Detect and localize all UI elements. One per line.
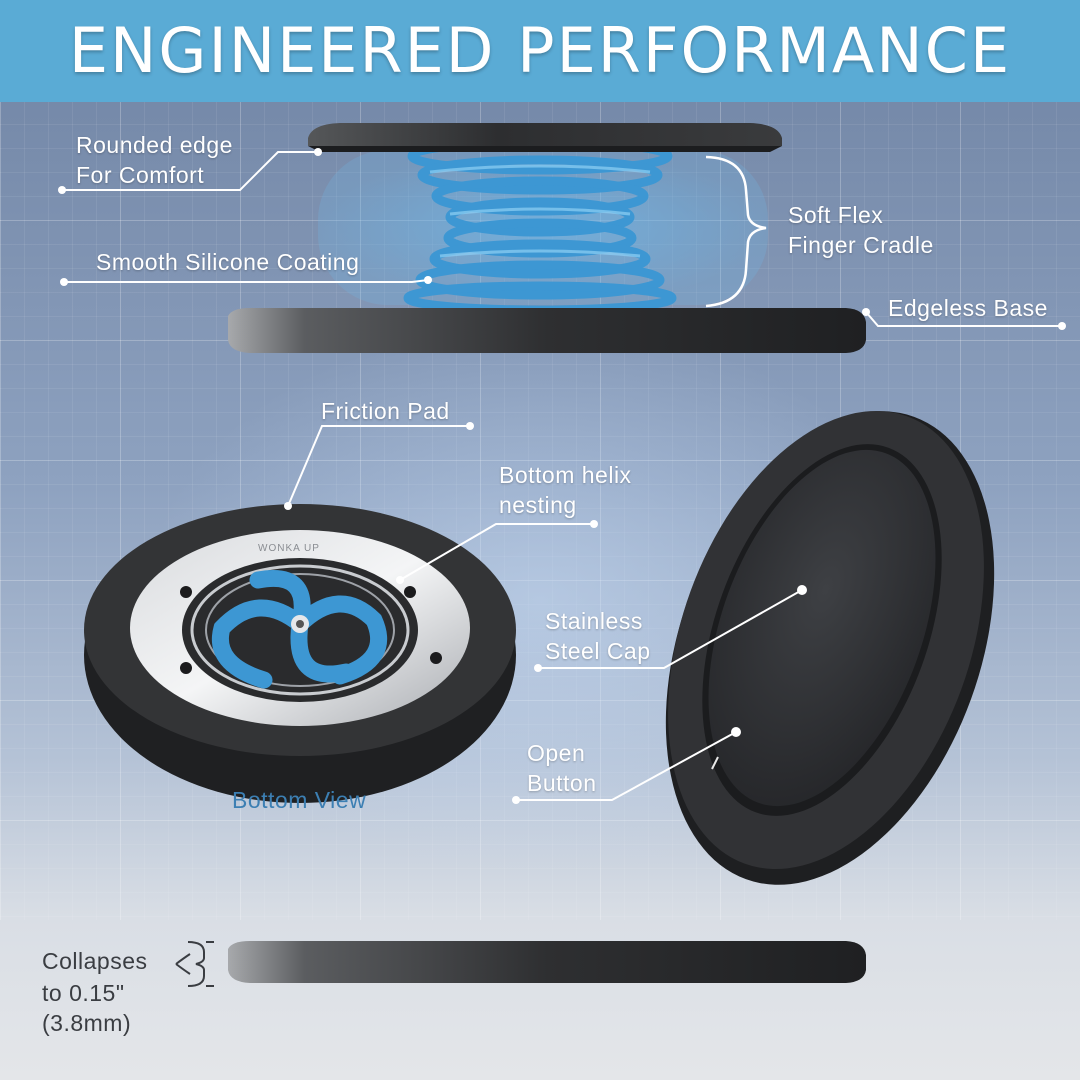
- callout-helix-nesting: Bottom helix: [499, 462, 632, 488]
- callout-rounded-edge: Rounded edge: [76, 132, 233, 158]
- callout-helix-nesting-line2: nesting: [499, 492, 577, 518]
- title-banner: ENGINEERED PERFORMANCE: [0, 0, 1080, 102]
- callout-edgeless-base: Edgeless Base: [888, 295, 1048, 321]
- top-cap: [308, 123, 782, 146]
- callout-silicone-coating: Smooth Silicone Coating: [96, 249, 360, 275]
- base-disc: [228, 308, 866, 353]
- callout-finger-cradle-line2: Finger Cradle: [788, 232, 934, 258]
- steel-cap-view: [665, 410, 995, 885]
- bottom-view-caption: Bottom View: [232, 787, 367, 813]
- callout-steel-cap: Stainless: [545, 608, 643, 634]
- bottom-view-grip: WONKA UP: [84, 504, 516, 803]
- leader-lines-top: [62, 151, 1062, 327]
- callout-collapses-line3: (3.8mm): [42, 1010, 132, 1036]
- leader-lines-middle: [287, 425, 803, 801]
- callout-friction-pad: Friction Pad: [321, 398, 450, 424]
- callout-steel-cap-line2: Steel Cap: [545, 638, 651, 664]
- open-button: [711, 756, 719, 770]
- callout-collapses: Collapses: [42, 948, 148, 974]
- expanded-grip: [228, 123, 866, 353]
- collapsed-grip: [175, 941, 866, 987]
- page-title: ENGINEERED PERFORMANCE: [68, 14, 1012, 87]
- callout-open-button-line2: Button: [527, 770, 597, 796]
- helix-swirl-icon: [211, 570, 387, 689]
- callout-finger-cradle: Soft Flex: [788, 202, 884, 228]
- callout-open-button: Open: [527, 740, 586, 766]
- callout-rounded-edge-line2: For Comfort: [76, 162, 205, 188]
- brand-mark: WONKA UP: [258, 543, 320, 554]
- callout-collapses-line2: to 0.15": [42, 980, 125, 1006]
